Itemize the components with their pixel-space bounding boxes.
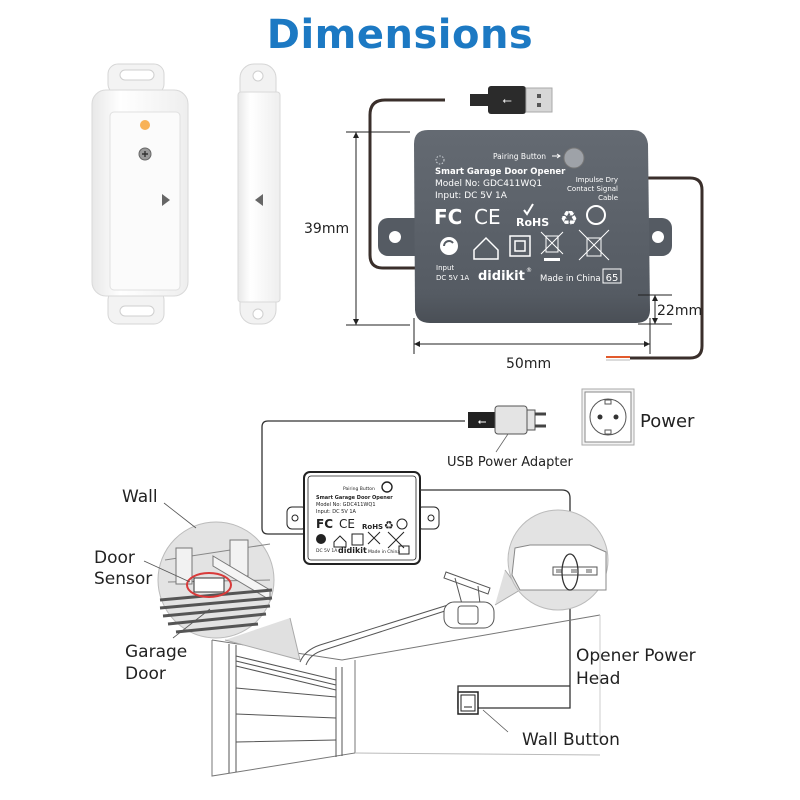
alignment-arrow-icon: [162, 194, 170, 206]
input-rating: Input: DC 5V 1A: [435, 191, 508, 201]
sensor-led-icon: [140, 120, 150, 130]
door-sensor-label-line2: Sensor: [94, 569, 152, 589]
power-cable: [261, 420, 465, 535]
pairing-button-label: Pairing Button: [493, 152, 546, 161]
garage-door-label-line1: Garage: [125, 642, 187, 662]
door-sensor-main: [91, 63, 189, 325]
door-sensor-magnet: [237, 63, 281, 325]
usb-icon: ⭠: [478, 415, 487, 428]
ce-icon: CE: [339, 517, 355, 531]
usb-cable: ⭠: [368, 86, 553, 270]
input-small-line2: DC 5V 1A: [316, 548, 338, 554]
opener-terminal-zoom: [494, 509, 609, 611]
model-number: Model No: GDC411WQ1: [316, 502, 376, 508]
power-label: Power: [640, 411, 695, 432]
pairing-led-icon: [435, 155, 445, 165]
input-small-line2: DC 5V 1A: [436, 274, 469, 282]
weee-bin-icon: [540, 231, 564, 261]
recycle-icon: ♻: [384, 519, 394, 532]
door-sensor-label-line1: Door: [94, 548, 135, 568]
weee-bin-icon: [367, 531, 381, 545]
alignment-arrow-icon: [255, 194, 263, 206]
opener-power-head-label-line1: Opener Power: [576, 646, 696, 666]
opener-device: Pairing Button Smart Garage Door Opener …: [378, 130, 672, 323]
width-dimension: 50mm: [506, 356, 551, 372]
height-dimension: 39mm: [304, 221, 349, 237]
signal-cable-line: [420, 489, 571, 709]
made-in-label: Made in China: [368, 549, 400, 555]
rohs-icon: RoHS: [362, 523, 383, 531]
opener-device-outline: Pairing Button Smart Garage Door Opener …: [286, 471, 440, 565]
fcc-icon: FC: [316, 517, 333, 531]
ce-icon: CE: [474, 205, 501, 229]
pairing-button[interactable]: [563, 147, 585, 169]
indoor-use-icon: [333, 535, 347, 548]
wall-button-label: Wall Button: [522, 730, 620, 750]
brand-logo: didikit: [338, 546, 367, 555]
garage-door-label-line2: Door: [125, 664, 166, 684]
tidyman-icon: [586, 205, 606, 225]
ip-rating: 65: [606, 273, 619, 284]
leader-lines: [143, 502, 509, 733]
fcc-icon: FC: [434, 205, 462, 229]
weee-bin-crossed-icon: [387, 531, 405, 549]
registered-mark: ®: [526, 267, 532, 274]
dimension-lines: [346, 131, 672, 354]
page-title: Dimensions: [266, 12, 534, 58]
sensor-highlight-ring: [186, 572, 232, 598]
screw-icon: [138, 147, 152, 161]
recycle-icon: ♻: [560, 206, 578, 230]
green-dot-icon: [316, 534, 326, 544]
wall-label: Wall: [122, 487, 158, 507]
input-small-line1: Input: [436, 264, 454, 272]
green-dot-icon: [440, 237, 458, 255]
depth-dimension: 22mm: [657, 303, 702, 319]
usb-adapter-label: USB Power Adapter: [447, 455, 573, 470]
pairing-button-label: Pairing Button: [343, 486, 375, 492]
rohs-icon: RoHS: [516, 216, 549, 229]
weee-bin-crossed-icon: [578, 229, 610, 261]
input-rating: Input: DC 5V 1A: [316, 509, 357, 515]
made-in-label: Made in China: [540, 274, 601, 284]
signal-cable: [606, 176, 704, 361]
usb-icon: ⭠: [502, 93, 512, 107]
opener-power-head-label-line2: Head: [576, 669, 620, 689]
indoor-use-icon: [473, 236, 499, 260]
wall-button-icon: [457, 691, 479, 715]
wall-sensor-zoom: [157, 521, 301, 661]
double-insulation-icon: [509, 235, 531, 257]
opener-power-head: [443, 571, 495, 629]
double-insulation-icon: [351, 533, 364, 546]
cable-label-line1: Impulse Dry: [576, 176, 618, 184]
product-name: Smart Garage Door Opener: [435, 167, 566, 177]
pairing-button[interactable]: [381, 481, 393, 493]
cable-label-line2: Contact Signal: [567, 185, 618, 193]
product-name: Smart Garage Door Opener: [316, 495, 393, 501]
power-outlet-icon: [581, 388, 635, 446]
tidyman-icon: [396, 518, 408, 530]
brand-logo: didikit: [478, 269, 525, 284]
model-number: Model No: GDC411WQ1: [435, 179, 542, 189]
cable-label-line3: Cable: [598, 194, 618, 202]
usb-adapter: ⭠: [468, 405, 546, 435]
